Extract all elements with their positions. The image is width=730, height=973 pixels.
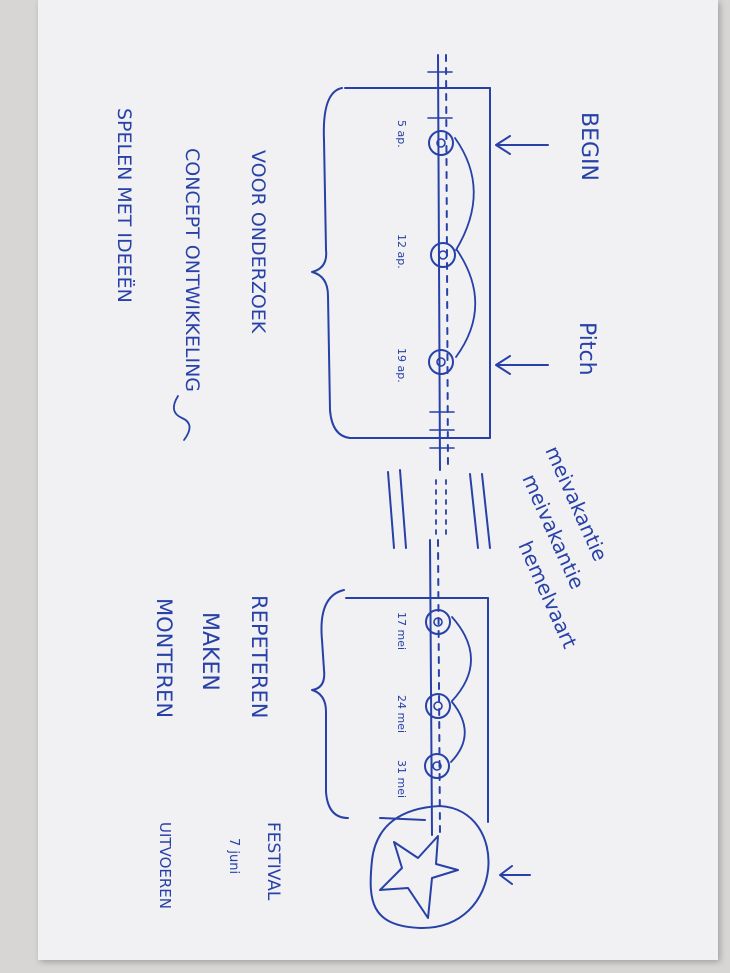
festival-arrow xyxy=(499,865,531,885)
festival-marker xyxy=(369,805,531,930)
heading-begin: BEGIN xyxy=(576,112,601,181)
paper-sheet xyxy=(38,0,718,960)
date-label: 17 mei xyxy=(395,612,408,650)
date-label: 19 ap. xyxy=(395,348,408,383)
activity-label: SPELEN MET IDEEËN xyxy=(113,108,136,303)
heading-festival: FESTIVAL xyxy=(263,822,283,901)
phase2-brace xyxy=(311,589,349,819)
star-icon xyxy=(379,835,459,919)
festival-circle xyxy=(369,805,490,930)
phase1-brace xyxy=(311,87,351,439)
phase2-milestones xyxy=(424,609,472,779)
concept-underline xyxy=(172,395,191,441)
festival-date: 7 juni xyxy=(226,838,241,874)
timeline-axis xyxy=(427,54,455,836)
activity-label: MAKEN xyxy=(197,612,222,691)
activity-label: MONTEREN xyxy=(152,598,176,718)
date-label: 24 mei xyxy=(395,695,408,733)
begin-arrow xyxy=(495,135,549,155)
date-label: 31 mei xyxy=(395,760,408,798)
activity-label: VOOR ONDERZOEK xyxy=(247,150,269,334)
timeline-break xyxy=(387,469,491,549)
phase2-frame xyxy=(311,589,489,823)
phase1-frame xyxy=(311,87,549,439)
festival-activity: UITVOEREN xyxy=(156,822,174,909)
date-label: 5 ap. xyxy=(395,120,408,148)
date-label: 12 ap. xyxy=(395,234,408,269)
activity-label: REPETEREN xyxy=(247,595,271,718)
pitch-arrow xyxy=(495,355,549,375)
activity-label: CONCEPT ONTWIKKELING xyxy=(181,148,203,392)
phase1-milestones xyxy=(428,130,477,375)
heading-pitch: Pitch xyxy=(574,322,599,376)
